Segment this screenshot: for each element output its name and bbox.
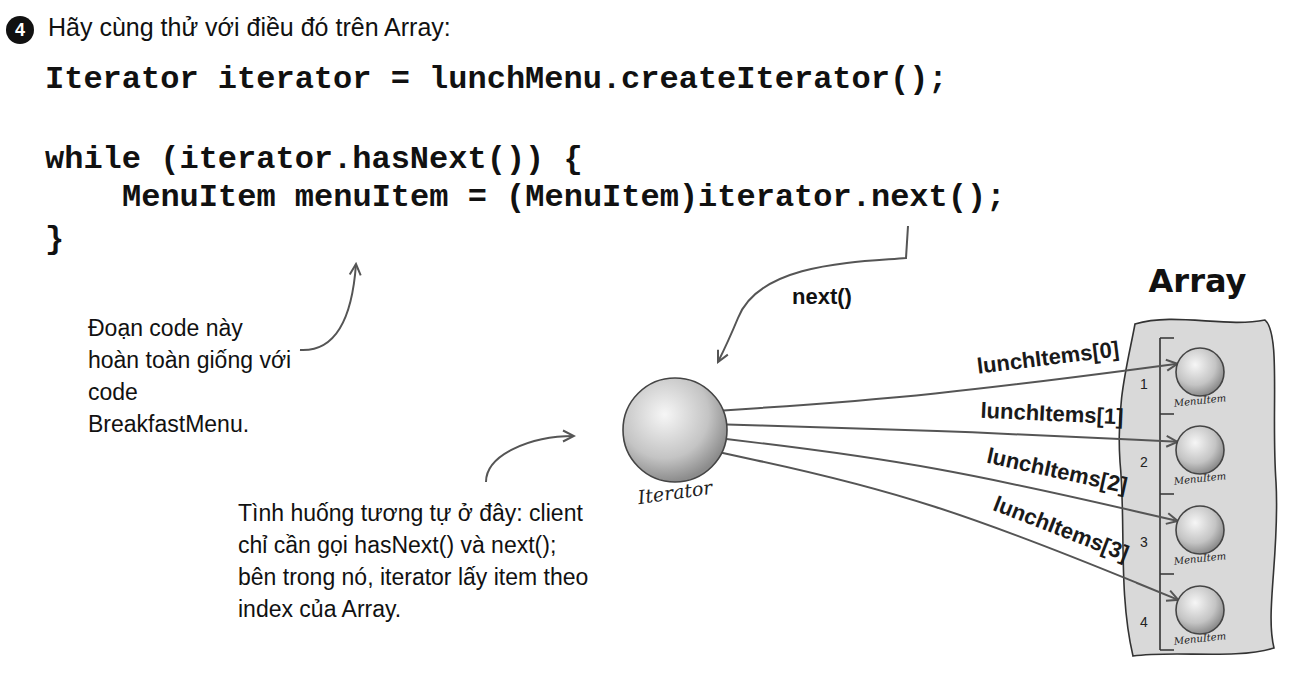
- menu-item-ball: MenuItem: [1168, 424, 1232, 486]
- note-arrow: [486, 436, 574, 482]
- node-label: MenuItem: [1168, 630, 1233, 648]
- edge-label: lunchItems[3]: [990, 491, 1133, 567]
- node-label: MenuItem: [1168, 392, 1233, 410]
- region-title: Array: [1115, 262, 1280, 300]
- leader-arrow: [718, 226, 908, 362]
- note-text: Tình huống tương tự ở đây: client chỉ cầ…: [238, 497, 600, 625]
- call-label: next(): [792, 284, 852, 310]
- heading: Hãy cùng thử với điều đó trên Array:: [48, 13, 451, 42]
- edge-label: lunchItems[2]: [984, 443, 1129, 499]
- array-region: ArrayMenuItemMenuItemMenuItemMenuItem: [1115, 262, 1280, 662]
- code-line: MenuItem menuItem = (MenuItem)iterator.n…: [122, 180, 1005, 216]
- code-line: Iterator iterator = lunchMenu.createIter…: [45, 62, 948, 98]
- node-label: MenuItem: [1168, 550, 1233, 568]
- iterator-ball: Iterator: [619, 375, 731, 510]
- index-number: 2: [1140, 454, 1148, 470]
- index-number: 1: [1140, 376, 1148, 392]
- index-number: 3: [1140, 534, 1148, 550]
- callout-disc: [6, 16, 34, 44]
- menu-item-ball: MenuItem: [1168, 346, 1232, 408]
- note-text: Đoạn code này hoàn toàn giống với code B…: [88, 312, 293, 440]
- menu-item-ball: MenuItem: [1168, 584, 1232, 646]
- note-arrow: [300, 264, 356, 350]
- code-line: while (iterator.hasNext()) {: [45, 142, 583, 178]
- pointer-arrow: [726, 439, 1178, 521]
- node-label: MenuItem: [1168, 470, 1233, 488]
- code-line: }: [45, 222, 64, 258]
- index-number: 4: [1140, 614, 1148, 630]
- edge-label: lunchItems[1]: [980, 397, 1124, 430]
- menu-item-ball: MenuItem: [1168, 504, 1232, 566]
- callout-number: 4: [15, 20, 25, 41]
